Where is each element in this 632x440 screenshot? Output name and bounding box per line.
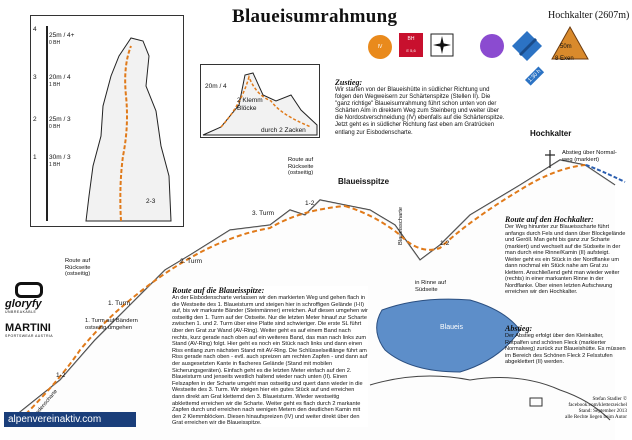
blaueis-label: Blaueis [440, 324, 463, 331]
route-text: An der Eisbodenscharte verlassen wir den… [172, 295, 368, 427]
rope-badge [480, 34, 504, 58]
turm3-label: 3. Turm [252, 210, 275, 217]
compass-icon [430, 33, 454, 57]
topo-mid-box: 20m / 4 2 Klemm Blöcke durch 2 Zacken [200, 64, 320, 138]
hochkalter-text: Der Weg hinunter zur Blaueisscharte führ… [505, 224, 626, 295]
blaueisspitze-label: Blaueisspitze [338, 177, 390, 186]
route-heading: Route auf die Blaueisspitze: [172, 286, 265, 295]
topo-mid-len: 20m / 4 [205, 83, 227, 90]
topo-bottom-grade: 2-3 [146, 198, 156, 205]
route-block: Route auf die Blaueisspitze: An der Eisb… [172, 286, 368, 427]
quickdraw-label: 8 Exen [555, 56, 574, 62]
page-title: Blaueisumrahmung [232, 6, 398, 27]
hochkalter-heading: Route auf den Hochkalter: [505, 215, 594, 224]
topo-mid-note2: durch 2 Zacken [261, 127, 306, 134]
abstieg-block: Abstieg: Der Abstieg erfolgt über den Kl… [505, 324, 627, 366]
footer-fb: facebook.com/kletterzeichel [568, 402, 627, 408]
zustieg-block: Zustieg: Wir starten von der Blaueishütt… [335, 78, 505, 137]
footer-credits: Stefan Stadler © facebook.com/kletterzei… [527, 396, 627, 420]
grade-label: IV [377, 44, 383, 50]
footer-rights: alle Rechte liegen beim Autor [565, 414, 627, 420]
zustieg-text: Wir starten von der Blaueishütte in südl… [335, 87, 505, 136]
pitch-3-len: 20m / 4 [49, 74, 71, 81]
gloryfy-text: gloryfy [5, 298, 42, 310]
time-badge [511, 30, 542, 61]
pitch-3-no: 3 [33, 74, 37, 81]
gloryfy-icon [15, 282, 43, 298]
martini-sub: SPORTSWEAR AUSTRIA [5, 334, 53, 338]
pitch-1-bolts: 1 BH [49, 162, 61, 168]
pitch-1-no: 1 [33, 154, 37, 161]
pitch-2-no: 2 [33, 116, 37, 123]
hochkalter-diagram [550, 25, 590, 66]
zustieg-heading: Zustieg: [335, 78, 363, 87]
abstieg-heading: Abstieg: [505, 324, 533, 333]
grade-mark-c: 1-2 [56, 372, 66, 379]
grade-badge: IV [368, 35, 392, 59]
hochkalter-route-block: Route auf den Hochkalter: Der Weg hinunt… [505, 215, 627, 296]
pitch-2-bolts: 0 BH [49, 124, 61, 130]
protect-label: E 5,6 [406, 48, 416, 53]
alpenverein-text: alpenvereinaktiv.com [8, 414, 102, 425]
hochkalter-label: Hochkalter [530, 129, 572, 138]
helmet-badge: BH E 5,6 [399, 33, 423, 57]
gloryfy-logo: gloryfy UNBREAKABLE [5, 282, 43, 314]
grade-mark-a: 1-2 [305, 200, 315, 207]
diamond-icon [512, 31, 542, 61]
peak-height-label: Hochkalter (2607m) [548, 10, 630, 21]
rinne-label: in Rinne auf Südseite [415, 280, 446, 293]
pitch-4-bolts: 0 BH [49, 40, 61, 46]
pitch-3-bolts: 1 BH [49, 82, 61, 88]
pitch-4-len: 25m / 4+ [49, 32, 75, 39]
route-rueck1-label: Route auf Rückseite (ostseitig) [288, 157, 314, 176]
route-rueck2-label: Route auf Rückseite (ostseitig) [65, 258, 91, 277]
rope-length-label: 50m [560, 44, 572, 50]
pitch-2-len: 25m / 3 [49, 116, 71, 123]
footer-date: Stand: September 2013 [578, 408, 627, 414]
topo-mid-note1: 2 Klemm Blöcke [237, 97, 263, 112]
alpenverein-bar: alpenvereinaktiv.com [4, 412, 136, 427]
topo-left-drawing [46, 26, 172, 222]
pitch-4-no: 4 [33, 26, 37, 33]
wind-rose-icon [430, 33, 454, 57]
baender-label: 1. Turm auf Bändern ostseitig umgehen [85, 318, 138, 331]
footer-author: Stefan Stadler © [592, 396, 627, 402]
pitch-1-len: 30m / 3 [49, 154, 71, 161]
pitch-4: 4 [33, 26, 37, 34]
abstieg-normal-label: Abstieg über Normal- weg (markiert) [562, 150, 617, 163]
gloryfy-sub: UNBREAKABLE [5, 310, 37, 314]
grade-mark-b: 1-2 [440, 240, 450, 247]
martini-text: MARTINI [5, 322, 51, 334]
topo-mid-drawing [202, 72, 318, 136]
turm1-label: 1. Turm [108, 300, 131, 307]
martini-logo: MARTINI SPORTSWEAR AUSTRIA [5, 322, 53, 338]
topo-left-box: 4 25m / 4+ 0 BH 3 20m / 4 1 BH 2 25m / 3… [30, 15, 184, 227]
helmet-label: BH [407, 36, 415, 42]
abstieg-text: Der Abstieg erfolgt über den Kleinkalter… [505, 333, 626, 365]
blaueisscharte-label: Blaueisscharte [398, 206, 404, 245]
turm2-label: 2. Turm [180, 258, 203, 265]
summit-icon [551, 25, 589, 60]
